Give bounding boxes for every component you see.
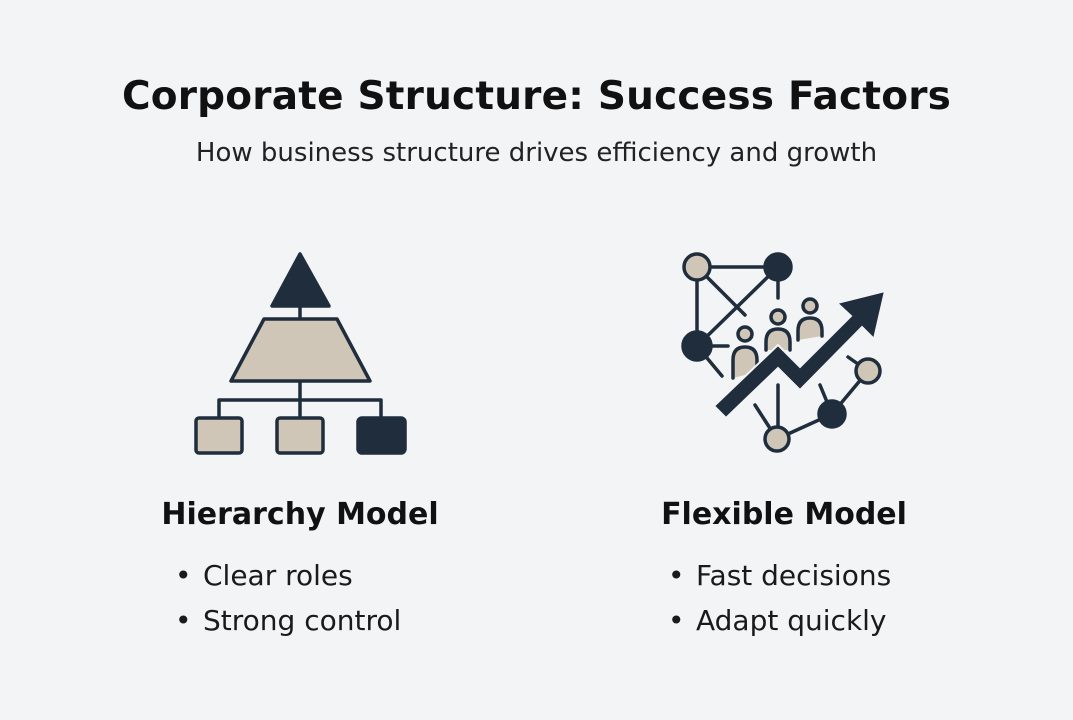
flexible-model-heading: Flexible Model (661, 497, 907, 532)
hierarchy-model-heading: Hierarchy Model (161, 497, 439, 532)
hierarchy-model-bullets: Clear roles Strong control (175, 553, 401, 643)
page-title: Corporate Structure: Success Factors (121, 74, 952, 119)
bullet-item: Strong control (175, 598, 401, 643)
bullet-item: Adapt quickly (668, 598, 891, 643)
flexible-model-bullets: Fast decisions Adapt quickly (668, 553, 891, 643)
growth-arrow-icon (712, 289, 887, 420)
bullet-item: Fast decisions (668, 553, 891, 598)
bullet-item: Clear roles (175, 553, 401, 598)
page-subtitle: How business structure drives efficiency… (195, 138, 878, 168)
